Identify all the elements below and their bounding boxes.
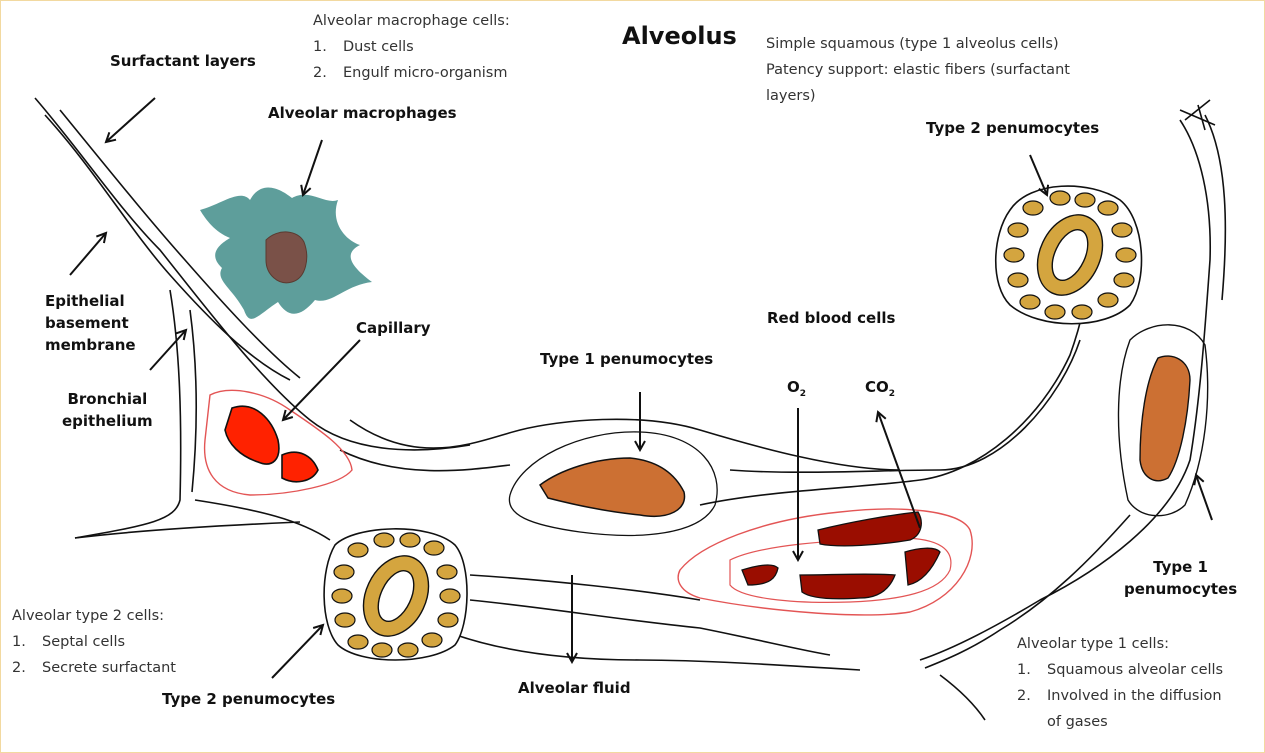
macrophage-notes: Alveolar macrophage cells: 1.Dust cells … <box>313 8 510 86</box>
arrow-type2-top <box>1030 155 1047 195</box>
list-item: 2.Secrete surfactant <box>12 655 176 681</box>
type2-notes-heading: Alveolar type 2 cells: <box>12 603 176 629</box>
label-red-blood-cells: Red blood cells <box>767 309 895 327</box>
macrophage-nucleus <box>266 232 307 283</box>
list-item: 1.Dust cells <box>313 34 510 60</box>
arrow-type2-bottom <box>272 625 323 678</box>
capillary-rbc <box>282 452 318 481</box>
label-alveolar-macrophages: Alveolar macrophages <box>268 104 457 122</box>
label-type2-bottom: Type 2 penumocytes <box>162 690 335 708</box>
header-note-line: Patency support: elastic fibers (surfact… <box>766 57 1070 83</box>
red-blood-cell <box>742 565 778 585</box>
arrow-macrophage <box>303 140 322 195</box>
label-capillary: Capillary <box>356 319 431 337</box>
type2-cell-top-right <box>996 186 1142 324</box>
type2-notes: Alveolar type 2 cells: 1.Septal cells 2.… <box>12 603 176 681</box>
label-o2: O2 <box>787 378 806 399</box>
list-item: 1.Squamous alveolar cells <box>1017 657 1223 683</box>
diagram-title: Alveolus <box>622 22 737 50</box>
type1-cell-center <box>540 458 685 516</box>
label-co2: CO2 <box>865 378 895 399</box>
header-note-line: Simple squamous (type 1 alveolus cells) <box>766 31 1070 57</box>
list-item: 2.Engulf micro-organism <box>313 60 510 86</box>
red-blood-cell <box>905 548 940 585</box>
macrophage-notes-heading: Alveolar macrophage cells: <box>313 8 510 34</box>
label-type2-top-right: Type 2 penumocytes <box>926 119 1099 137</box>
arrow-surfactant <box>106 98 155 142</box>
type1-notes-heading: Alveolar type 1 cells: <box>1017 631 1223 657</box>
red-blood-cell <box>818 512 921 546</box>
label-type1-center: Type 1 penumocytes <box>540 350 713 368</box>
type1-cell-right <box>1140 356 1190 481</box>
red-blood-cell <box>800 574 895 599</box>
type2-cell-bottom <box>324 529 467 660</box>
arrow-capillary <box>283 340 360 420</box>
arrow-bronchial <box>150 330 186 370</box>
header-notes: Simple squamous (type 1 alveolus cells) … <box>766 31 1070 109</box>
type1-notes: Alveolar type 1 cells: 1.Squamous alveol… <box>1017 631 1223 735</box>
label-epithelial-basement-membrane: Epithelial basement membrane <box>45 290 136 356</box>
label-bronchial-epithelium: Bronchial epithelium <box>62 388 153 432</box>
header-note-line: layers) <box>766 83 1070 109</box>
list-item: of gases <box>1017 709 1223 735</box>
list-item: 2.Involved in the diffusion <box>1017 683 1223 709</box>
arrow-type1-right <box>1196 475 1212 520</box>
label-surfactant-layers: Surfactant layers <box>110 52 256 70</box>
label-alveolar-fluid: Alveolar fluid <box>518 679 631 697</box>
arrow-basement-membrane <box>70 233 106 275</box>
capillary-rbc <box>225 406 279 464</box>
label-type1-right: Type 1 penumocytes <box>1124 556 1237 600</box>
list-item: 1.Septal cells <box>12 629 176 655</box>
